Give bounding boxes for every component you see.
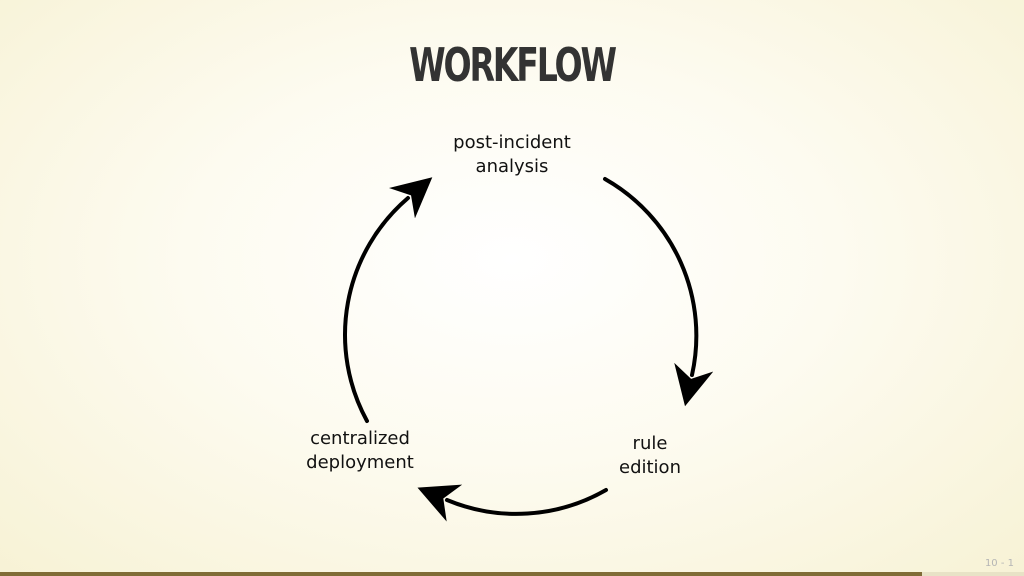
- progress-bar-fill: [0, 572, 922, 576]
- slide-title: WORKFLOW: [409, 38, 617, 92]
- node-rule-edition: rule edition: [619, 433, 681, 478]
- arrow-edition-to-deployment: [417, 484, 608, 522]
- progress-bar: [0, 572, 1024, 576]
- node-centralized-deployment: centralized deployment: [306, 428, 414, 473]
- arrow-analysis-to-edition: [603, 177, 714, 407]
- slide-number: 10 - 1: [984, 558, 1014, 569]
- arrow-deployment-to-analysis: [343, 177, 433, 423]
- node-post-incident-analysis: post-incident analysis: [453, 132, 571, 177]
